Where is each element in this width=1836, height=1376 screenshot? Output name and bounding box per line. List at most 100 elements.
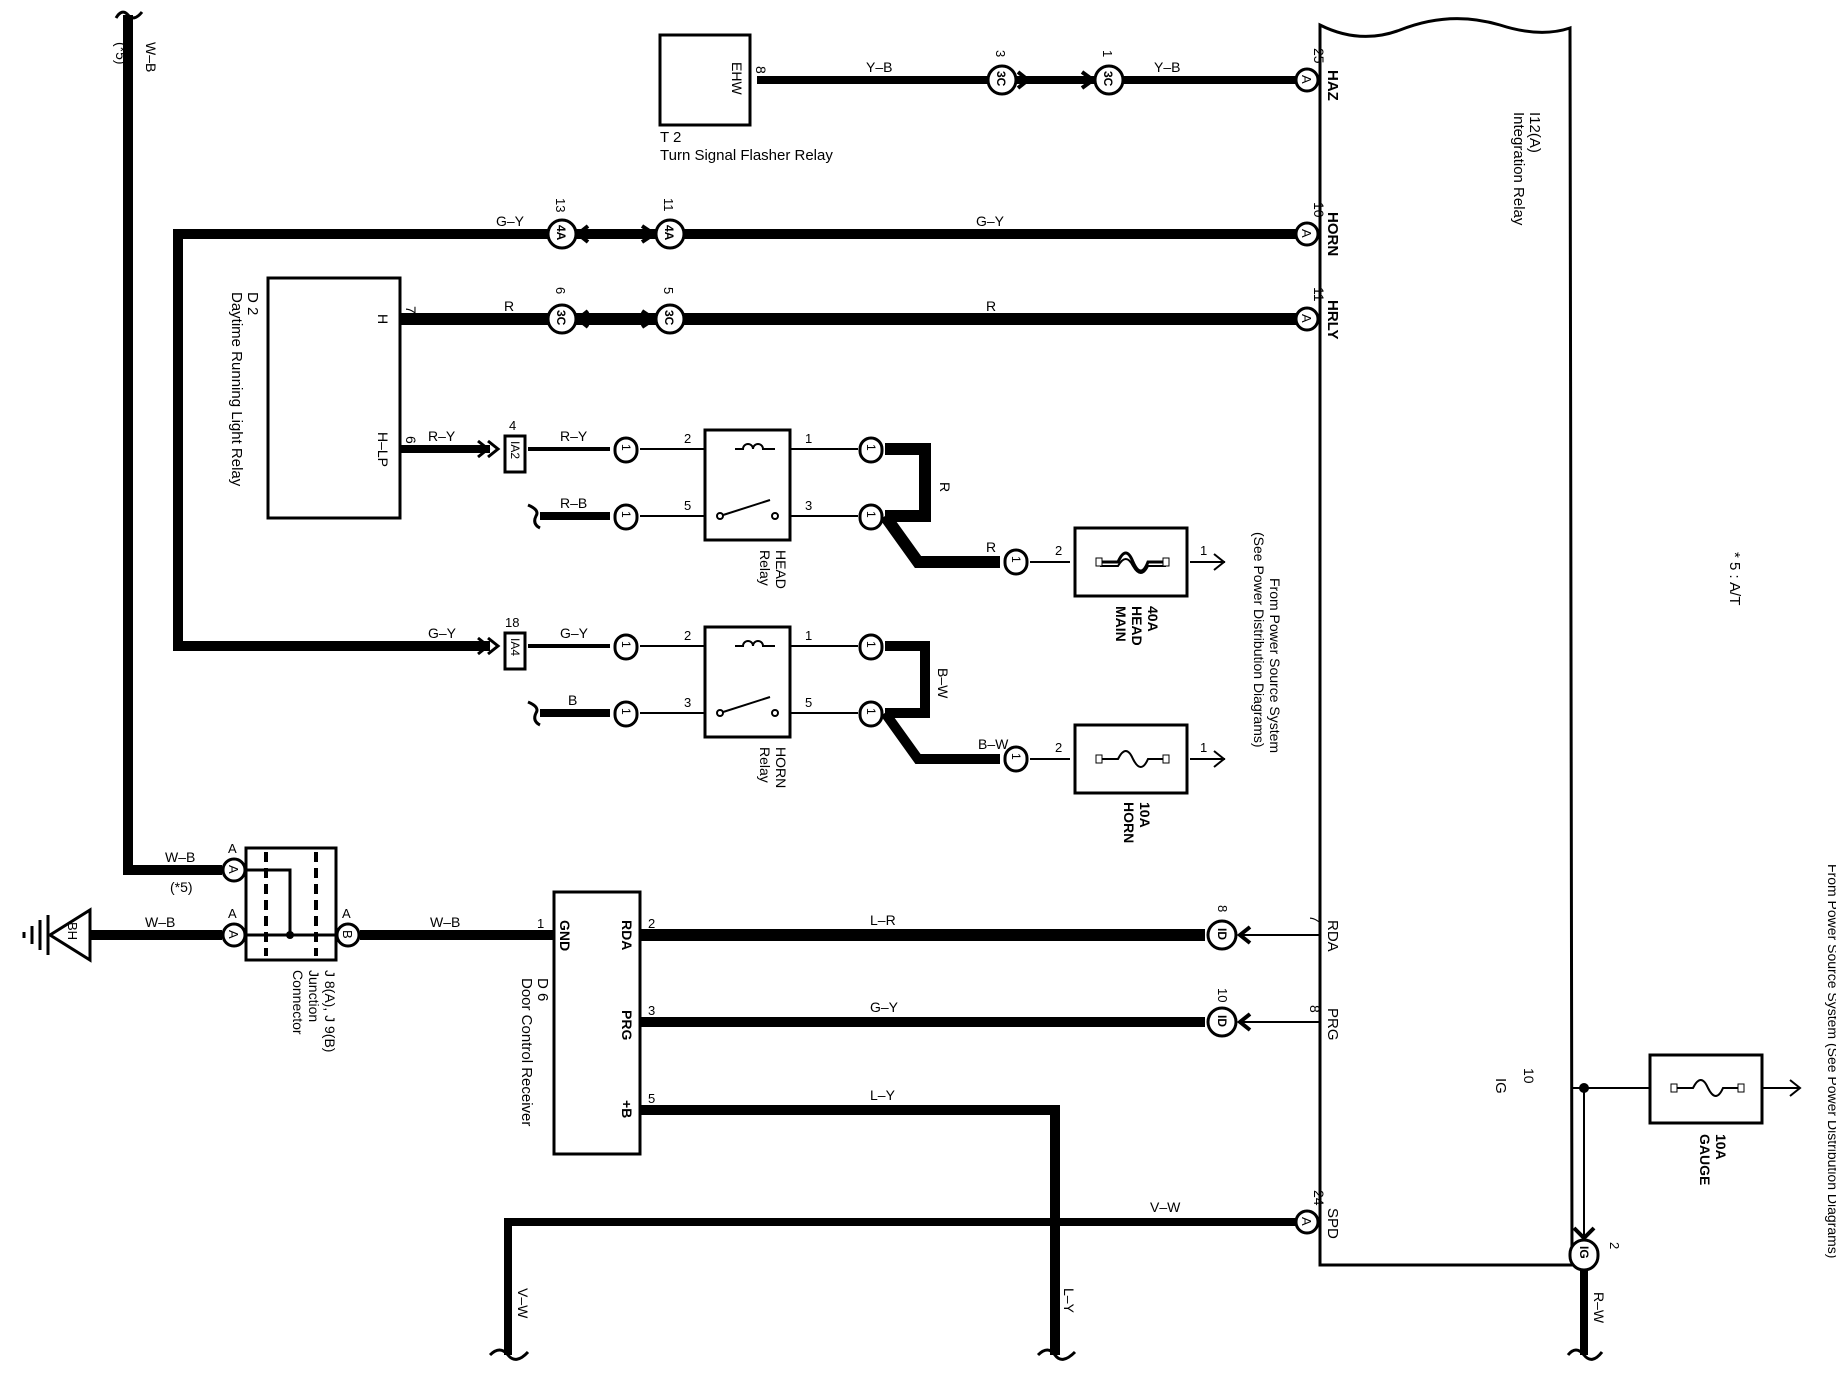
wire-head-r [880,443,1000,568]
connector-3c-haz-b: 3C 1 [1080,50,1125,96]
wire-label-r-1: R [504,298,514,314]
integration-relay: I12(A) Integration Relay 25 A HAZ 10 A H… [1294,17,1574,1267]
pin-spd-num: 24 [1311,1190,1327,1206]
fuse-pin: 1 [1200,543,1207,558]
integration-relay-box [1318,17,1574,1267]
pin-connector-num: 1 [864,708,878,715]
horn-relay-pin: 3 [684,695,691,710]
wire-label-wb-ground: W–B [145,914,175,930]
fuse-label: 10A [1713,1134,1729,1160]
head-relay-pin: 1 [805,431,812,446]
wire-label-ly-down: L–Y [1061,1288,1077,1314]
door-pin-rda-num: 2 [648,916,655,931]
connector-4a-num: 11 [661,198,676,212]
wire-label-r-2: R [986,298,996,314]
connector-id-body [1206,1006,1238,1038]
wire-label-gy-4: G–Y [560,625,589,641]
wire-spd-vw [504,1218,1296,1355]
fuse-head-main: 2 1 40A HEAD MAIN [1055,526,1207,646]
junction-connector: A A A A B A J 8(A), J 9(B) Junction Conn… [221,841,361,1052]
pin-haz-conn [1294,67,1320,93]
wire-horn-relay-pin2 [640,645,705,714]
fuse-gauge-box [1648,1053,1764,1125]
power-source-right: From Power Source System (See Power Dist… [1825,864,1836,1258]
pin-spd-conn [1294,1209,1320,1235]
connector-arrow [1080,70,1097,90]
flasher-relay: EHW 8 T 2 Turn Signal Flasher Relay [658,33,833,164]
wire-label-gy-2: G–Y [976,213,1005,229]
wire-horn-gy [173,229,1296,651]
junction-pin-b-top: A [342,906,351,921]
fuse-icon [1100,558,1166,574]
pin-haz-num: 25 [1311,48,1327,64]
note-at: * 5 : A/T [1726,552,1743,605]
head-relay-switch-icon [719,499,771,517]
fuse-label: HORN [1121,802,1137,843]
wire-label-vw: V–W [1150,1199,1181,1215]
junction-pin-a1 [221,857,247,883]
pin-connectors-horn: 1 1 1 1 1 [613,633,1029,773]
head-relay-label: HEAD [773,550,789,589]
connector-3c-num: 3 [993,50,1008,57]
wire-wb-top-inner [126,15,222,872]
fuse-terminal [1162,557,1170,567]
door-control-receiver: GND 1 RDA 2 PRG 3 +B 5 D 6 Door Control … [518,890,655,1156]
pin-connector [858,700,884,728]
pin-haz-conn-label: A [1299,75,1314,84]
pin-hrly-conn-label: A [1299,314,1314,323]
pin-hrly-num: 11 [1311,287,1327,302]
door-receiver-name: Door Control Receiver [518,978,535,1126]
fuse-pin: 2 [1055,543,1062,558]
connector-3c-id: 3C [994,71,1008,87]
connector-ia4-body [503,631,527,671]
wire-b-ly [640,1105,1060,1355]
fuse-horn: 2 1 10A HORN [1055,723,1207,843]
fuse-horn-box [1073,723,1189,795]
connector-3c-num: 1 [1100,50,1115,57]
horn-relay-contact [716,709,724,717]
fuse-terminal [1095,754,1103,764]
head-relay-contact [716,512,724,520]
connector-id-8: ID 8 [1206,905,1252,951]
junction-label: Connector [290,970,306,1035]
connector-arrow [1016,70,1032,90]
wire-label-bw-1: B–W [935,668,951,699]
connector-ig-label: IG [1577,1246,1591,1259]
break-wb [114,10,144,20]
pin-prg-num: 8 [1307,1005,1323,1013]
connector-arrow [640,224,658,244]
pin-connector [1003,745,1029,773]
junction-dot [286,931,294,939]
horn-relay-pin: 1 [805,628,812,643]
fuse-terminal [1162,754,1170,764]
pin-connector [858,633,884,661]
break-ly [1036,1348,1077,1361]
pin-hrly-conn [1294,306,1320,332]
integration-relay-id: I12(A) [1526,112,1543,153]
ground: BH [22,907,92,963]
head-relay-pin: 2 [684,431,691,446]
fuse-terminal [1737,1083,1745,1093]
connector-3c-num: 5 [661,287,676,294]
connector-4a-b: 4A 11 [640,198,686,250]
pin-connector [613,633,639,661]
wire-label-b: B [568,692,577,708]
connector-3c-id: 3C [1101,71,1115,87]
arrow-ia2 [477,439,501,459]
wire-label-wb-junction: W–B [165,849,195,865]
star5-junction: (*5) [170,879,193,895]
flasher-pin-num: 8 [753,66,769,74]
head-relay-box [703,428,792,542]
connector-id-10: ID 10 [1206,988,1252,1038]
drl-relay: H 7 H–LP 6 D 2 Daytime Running Light Rel… [228,276,419,520]
ground-icon [22,915,50,955]
wire-horn-bw-inner [883,644,1000,761]
wire-label-rb: R–B [560,495,587,511]
flasher-name: Turn Signal Flasher Relay [660,147,833,164]
fuse-pin: 2 [1055,740,1062,755]
connector-3c-hrly-b: 3C 5 [640,287,686,335]
connector-ig-num: 2 [1607,1242,1622,1249]
wire-label-r-head: R [937,482,953,492]
connector-ig-body [1568,1238,1600,1272]
